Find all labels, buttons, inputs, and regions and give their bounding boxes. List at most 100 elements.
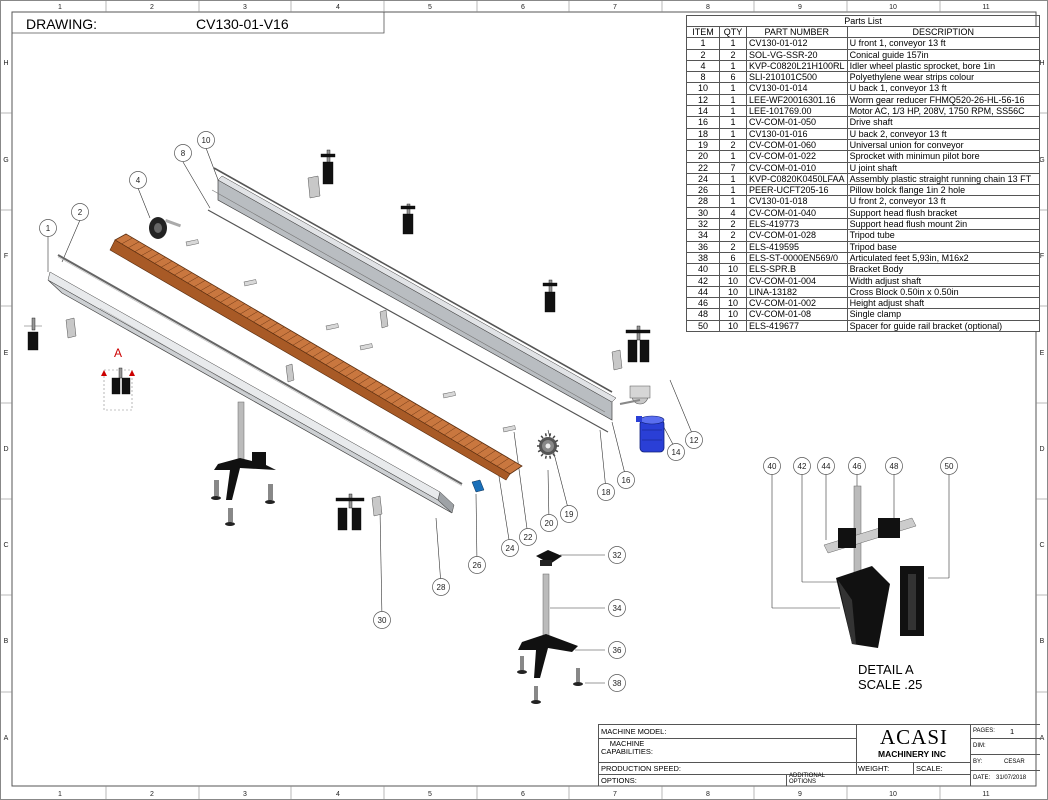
item-cell: 19 (686, 138, 720, 152)
description-cell: Motor AC, 1/3 HP, 208V, 1750 RPM, SS56C (846, 105, 1041, 118)
part-number-cell: ELS-ST-0000EN569/0 (746, 251, 848, 265)
item-cell: 2 (686, 48, 720, 61)
qty-cell: 1 (719, 127, 747, 140)
balloon-circle (597, 483, 615, 501)
item-cell: 1 (686, 37, 720, 50)
tripod-stand-assembly (211, 401, 276, 526)
parts-list-title: Parts List (686, 15, 1040, 26)
section-marker-letter: A (114, 346, 123, 360)
gear-reducer (619, 385, 651, 405)
description-cell: Drive shaft (846, 116, 1041, 129)
part-number-cell: LEE-101769.00 (746, 105, 848, 118)
balloon-circle (617, 471, 635, 489)
grid-row-label: A (1040, 735, 1045, 742)
part-number-cell: CV-COM-01-050 (746, 116, 848, 129)
qty-cell: 7 (719, 161, 747, 174)
drive-sprocket (537, 433, 559, 459)
part-number-cell: CV-COM-01-060 (746, 138, 848, 152)
part-number-cell: ELS-SPR.B (746, 263, 848, 276)
balloon-label: 24 (506, 544, 515, 553)
part-number-cell: CV-COM-01-004 (746, 274, 848, 287)
grid-column-label: 11 (982, 791, 989, 798)
drawing-label: DRAWING: (26, 16, 98, 32)
qty-cell: 1 (719, 184, 747, 197)
balloon-label: 40 (768, 462, 777, 471)
rail-brackets (24, 149, 651, 531)
qty-cell: 4 (719, 206, 747, 220)
header-part-number: PART NUMBER (746, 25, 848, 39)
grid-row-label: H (3, 60, 8, 67)
balloon-circle (39, 219, 57, 237)
part-number-cell: ELS-419773 (746, 218, 848, 231)
grid-column-label: 4 (336, 791, 340, 798)
description-cell: Tripod base (846, 240, 1041, 253)
description-cell: U joint shaft (846, 161, 1041, 174)
detail-title: DETAIL A (858, 662, 914, 677)
pages-label: PAGES: (973, 728, 995, 734)
qty-cell: 10 (719, 308, 747, 321)
grid-row-label: H (1039, 60, 1044, 67)
dim-label: DIM: (973, 743, 986, 749)
balloon-circle (468, 556, 486, 574)
grid-row-label: A (4, 735, 9, 742)
by-value: CESAR (1004, 759, 1025, 765)
part-number-cell: CV-COM-01-028 (746, 229, 848, 242)
balloon-label: 20 (545, 519, 554, 528)
part-number-cell: ELS-419595 (746, 240, 848, 253)
tripod-stand-exploded (517, 550, 583, 704)
u-joint-shafts (185, 239, 516, 433)
balloon-circle (817, 457, 835, 475)
qty-cell: 1 (719, 105, 747, 118)
qty-cell: 1 (719, 150, 747, 163)
qty-cell: 10 (719, 297, 747, 310)
parts-list-header-row: ITEM QTY PART NUMBER DESCRIPTION (686, 25, 1041, 39)
part-number-cell: CV-COM-01-040 (746, 206, 848, 220)
item-cell: 18 (686, 127, 720, 140)
title-block: MACHINE MODEL: MACHINE CAPABILITIES: PRO… (598, 724, 1040, 786)
item-cell: 46 (686, 297, 720, 310)
balloon-circle (885, 457, 903, 475)
by-label: BY: (973, 759, 983, 765)
item-cell: 36 (686, 240, 720, 253)
grid-column-label: 8 (706, 791, 710, 798)
item-cell: 42 (686, 274, 720, 287)
balloon-label: 22 (524, 533, 533, 542)
grid-column-label: 3 (243, 4, 247, 11)
description-cell: Tripod tube (846, 229, 1041, 242)
balloon-label: 18 (602, 488, 611, 497)
qty-cell: 1 (719, 195, 747, 208)
item-cell: 30 (686, 206, 720, 220)
grid-column-label: 1 (58, 4, 62, 11)
balloon-circle (432, 578, 450, 596)
grid-column-label: 2 (150, 4, 154, 11)
balloon-circle (685, 431, 703, 449)
drawing-title-box (12, 12, 385, 34)
grid-row-label: G (1039, 157, 1044, 164)
date-value: 31/07/2018 (996, 775, 1027, 781)
drawing-number: CV130-01-V16 (196, 16, 289, 32)
balloon-label: 48 (890, 462, 899, 471)
balloon-circle (129, 171, 147, 189)
header-item: ITEM (686, 25, 720, 39)
grid-column-label: 6 (521, 4, 525, 11)
balloon-label: 34 (613, 604, 622, 613)
grid-column-label: 2 (150, 791, 154, 798)
balloon-circle (940, 457, 958, 475)
description-cell: U front 1, conveyor 13 ft (846, 37, 1041, 50)
balloon-label: 46 (853, 462, 862, 471)
grid-row-label: G (3, 157, 8, 164)
part-number-cell: ELS-419677 (746, 319, 848, 333)
